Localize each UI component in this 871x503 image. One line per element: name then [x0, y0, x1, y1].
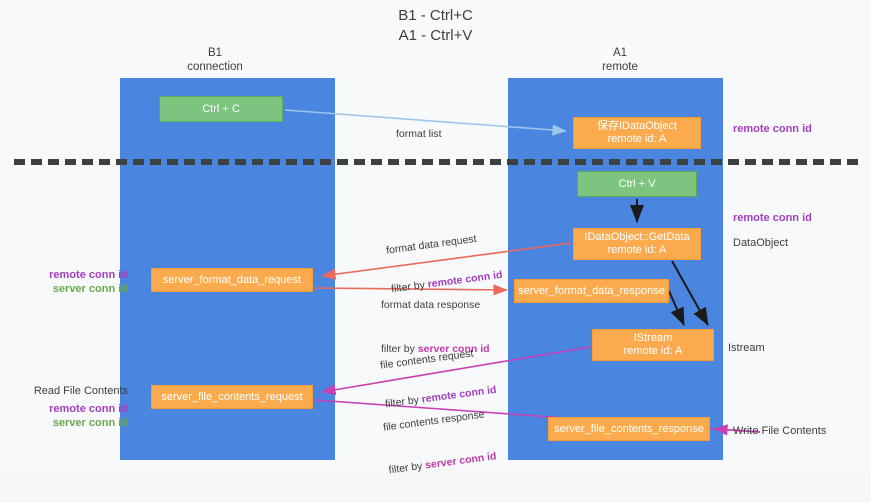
annotation-left-remote-conn-id-2: remote conn id — [49, 403, 128, 415]
label-file-contents-response: file contents response filter by server … — [379, 382, 501, 503]
annotation-left-server-conn-id: server conn id — [52, 283, 128, 295]
box-store-idataobject[interactable]: 保存IDataObject remote id: A — [573, 117, 701, 149]
phase-divider — [14, 159, 859, 165]
annotation-right-write-file-contents: Write File Contents — [733, 425, 827, 437]
box-ctrl-c[interactable]: Ctrl + C — [159, 96, 283, 122]
label-format-data-response: format data response filter by server co… — [381, 273, 490, 382]
box-server-format-data-response-label: server_format_data_response — [518, 284, 665, 297]
box-server-file-contents-request[interactable]: server_file_contents_request — [151, 385, 313, 409]
box-ctrl-v[interactable]: Ctrl + V — [577, 171, 697, 197]
column-header-a1: A1 remote — [602, 47, 638, 73]
label-format-data-response-filter: filter by server conn id — [381, 343, 490, 356]
box-server-format-data-request[interactable]: server_format_data_request — [151, 268, 313, 292]
annotation-left-remote-conn-id: remote conn id — [49, 269, 128, 281]
column-header-b1: B1 connection — [187, 47, 243, 73]
box-idataobject-getdata-line2: remote id: A — [607, 244, 667, 256]
annotation-right-remote-conn-id-top: remote conn id — [733, 123, 812, 135]
label-format-list: format list — [396, 102, 442, 167]
label-format-list-text: format list — [396, 128, 442, 140]
box-server-format-data-request-label: server_format_data_request — [162, 273, 302, 286]
annotation-left-server-conn-id-2: server conn id — [52, 417, 128, 429]
label-format-data-request-text: format data request — [385, 232, 478, 257]
label-format-data-response-text: format data response — [381, 299, 481, 311]
box-istream-line1: IStream — [633, 332, 673, 344]
box-server-format-data-response[interactable]: server_format_data_response — [514, 279, 669, 303]
box-store-idataobject-line1: 保存IDataObject — [596, 120, 678, 132]
box-server-file-contents-request-label: server_file_contents_request — [161, 390, 303, 403]
box-ctrl-v-label: Ctrl + V — [618, 177, 656, 190]
annotation-right-dataobject: DataObject — [733, 237, 789, 249]
box-idataobject-getdata-line1: IDataObject::GetData — [584, 231, 690, 243]
box-ctrl-c-label: Ctrl + C — [202, 102, 240, 115]
filter-key-server-conn-id: server conn id — [417, 343, 490, 355]
box-store-idataobject-line2: remote id: A — [607, 133, 667, 145]
filter-prefix: filter by — [381, 343, 418, 355]
annotation-left-conn-ids: remote conn id server conn id — [18, 268, 128, 296]
label-file-contents-response-text: file contents response — [382, 408, 486, 434]
diagram-canvas: B1 - Ctrl+C A1 - Ctrl+V B1 connection A1… — [14, 7, 859, 477]
box-istream-line2: remote id: A — [623, 345, 683, 357]
box-idataobject-getdata[interactable]: IDataObject::GetData remote id: A — [573, 228, 701, 260]
annotation-read-file-contents: Read File Contents — [33, 385, 128, 397]
page-title: B1 - Ctrl+C A1 - Ctrl+V — [398, 7, 473, 44]
label-file-contents-response-filter: filter by server conn id — [388, 450, 497, 477]
annotation-left-conn-ids-2: remote conn id server conn id — [18, 402, 128, 430]
annotation-right-remote-conn-id-mid: remote conn id — [733, 212, 812, 224]
box-istream[interactable]: IStream remote id: A — [592, 329, 714, 361]
filter-key-server-conn-id: server conn id — [424, 450, 498, 472]
box-server-file-contents-response-label: server_file_contents_response — [554, 422, 704, 435]
annotation-right-istream: Istream — [728, 342, 765, 354]
label-file-contents-request-text: file contents request — [379, 347, 475, 372]
box-server-file-contents-response[interactable]: server_file_contents_response — [548, 417, 710, 441]
filter-prefix: filter by — [388, 459, 427, 477]
